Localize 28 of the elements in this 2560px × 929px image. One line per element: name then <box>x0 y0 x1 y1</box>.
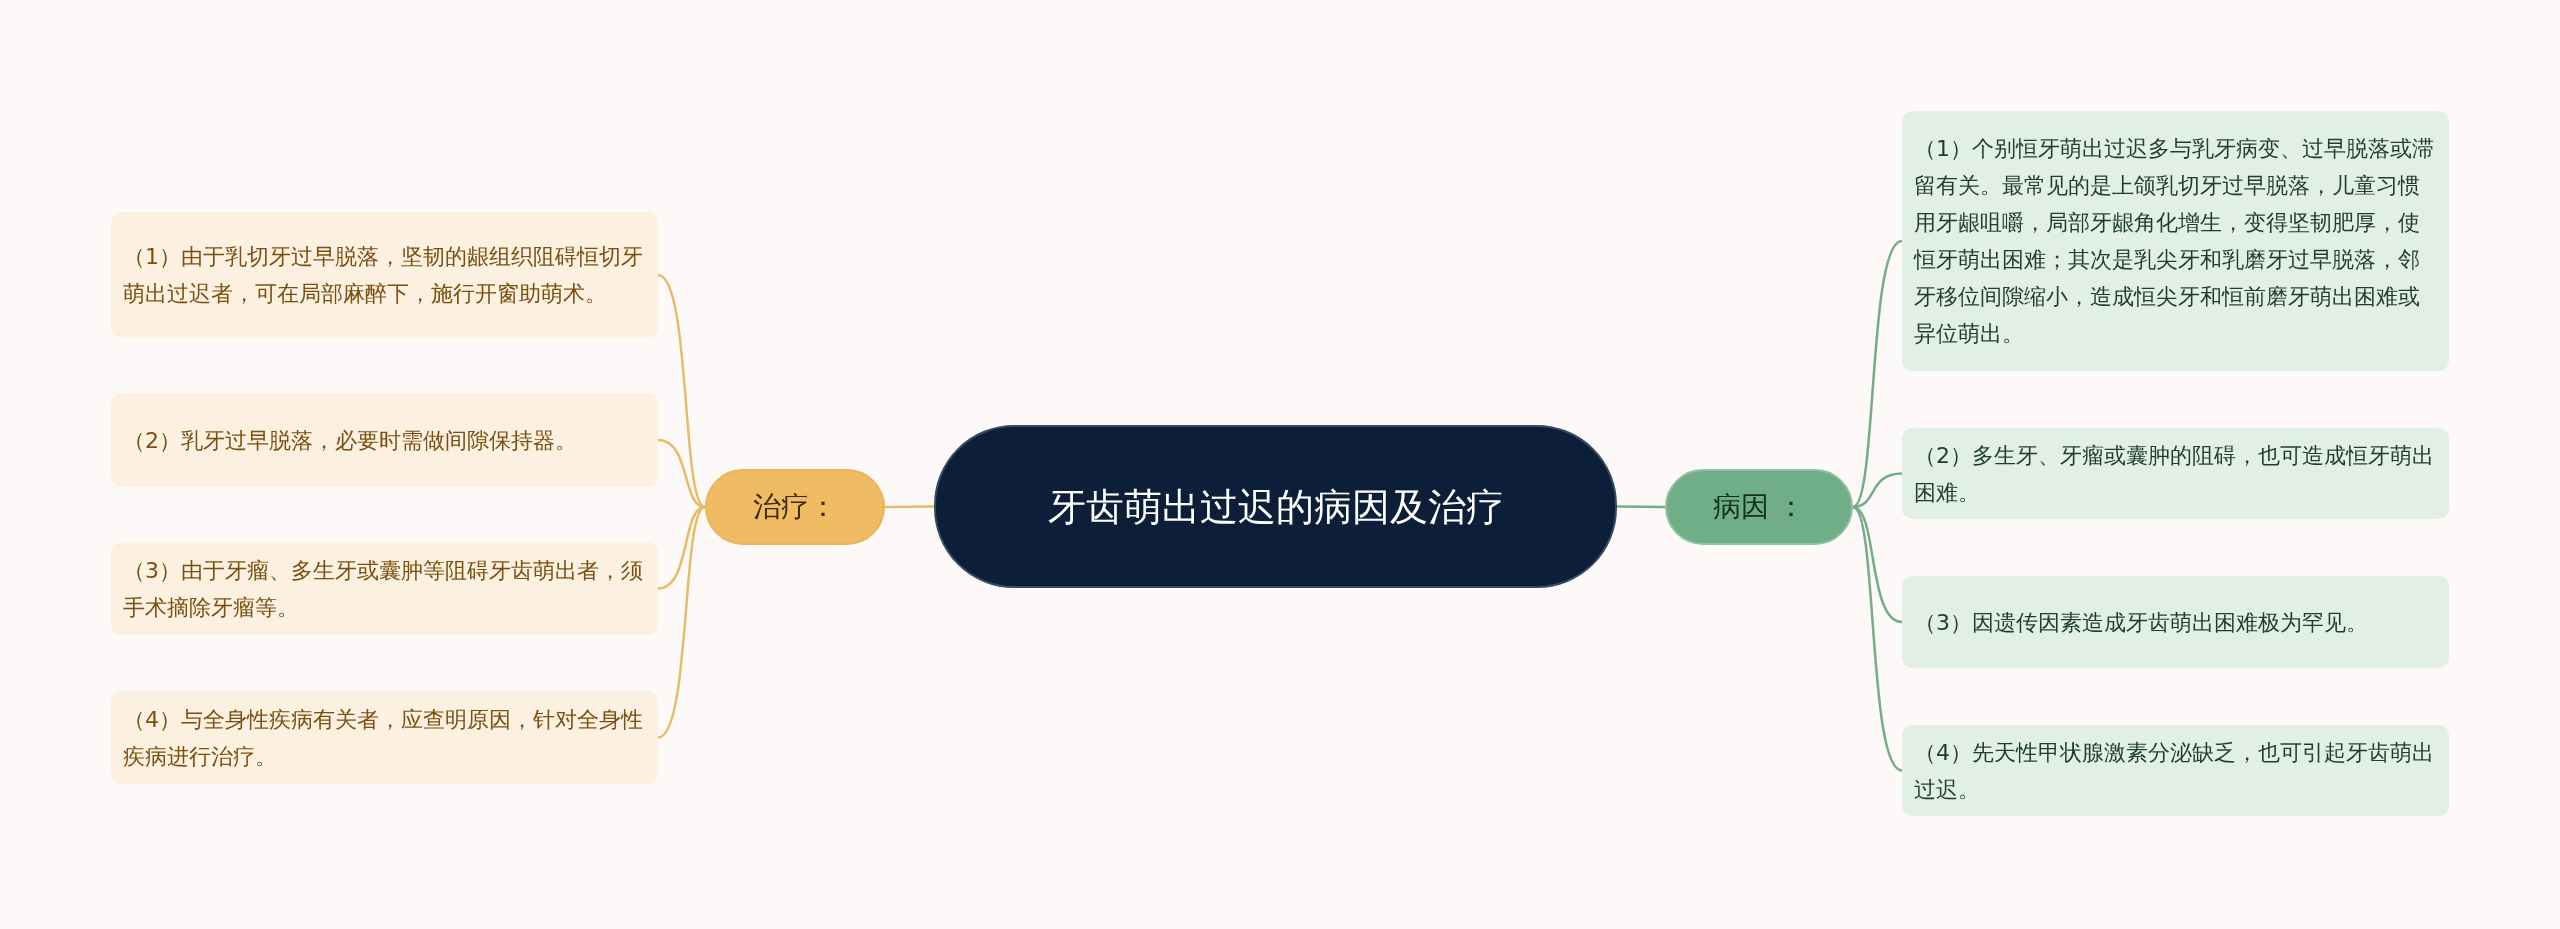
note-box <box>111 393 658 487</box>
connector-line <box>657 505 706 590</box>
connector-line <box>885 505 934 509</box>
node-text: （1）个别恒牙萌出过迟多与乳牙病变、过早脱落或滞留有关。最常见的是上颌乳切牙过早脱落，儿童习惯用牙龈咀嚼，局部牙龈角化增生，变得坚韧肥厚，使恒牙萌出困难；其次是乳尖牙和乳磨牙过早脱落，邻牙移位间隙缩小，造成恒尖牙和恒前磨牙萌出困难或异位萌出。 <box>1914 135 2435 348</box>
note-box <box>111 542 658 635</box>
node-text: （2）乳牙过早脱落，必要时需做间隙保持器。 <box>123 426 577 455</box>
connector-line <box>1852 506 1903 772</box>
connector-line <box>1617 505 1665 509</box>
note-box <box>111 212 658 338</box>
node-text: （1）由于乳切牙过早脱落，坚韧的龈组织阻碍恒切牙萌出过迟者，可在局部麻醉下，施行开窗助萌术。 <box>123 243 644 308</box>
connector-line <box>657 506 706 739</box>
note-box <box>1902 428 2449 519</box>
connector-line <box>1852 505 1903 624</box>
note-box <box>1902 725 2449 816</box>
note-box <box>111 691 658 784</box>
note-box <box>1902 576 2449 668</box>
note-box <box>1902 111 2449 371</box>
node-text: 病因 ： <box>1712 489 1806 525</box>
connector-line <box>657 438 706 509</box>
node-text: （3）由于牙瘤、多生牙或囊肿等阻碍牙齿萌出者，须手术摘除牙瘤等。 <box>123 556 644 622</box>
node-text: （3）因遗传因素造成牙齿萌出困难极为罕见。 <box>1914 608 2368 637</box>
node-text: 治疗： <box>753 489 837 525</box>
node-text: （4）与全身性疾病有关者，应查明原因，针对全身性疾病进行治疗。 <box>123 705 644 771</box>
node-text: （2）多生牙、牙瘤或囊肿的阻碍，也可造成恒牙萌出困难。 <box>1914 441 2435 507</box>
connector-line <box>1852 239 1903 508</box>
connector-line <box>657 273 706 508</box>
node-text: 牙齿萌出过迟的病因及治疗 <box>1047 483 1504 531</box>
node-text: （4）先天性甲状腺激素分泌缺乏，也可引起牙齿萌出过迟。 <box>1914 738 2435 804</box>
